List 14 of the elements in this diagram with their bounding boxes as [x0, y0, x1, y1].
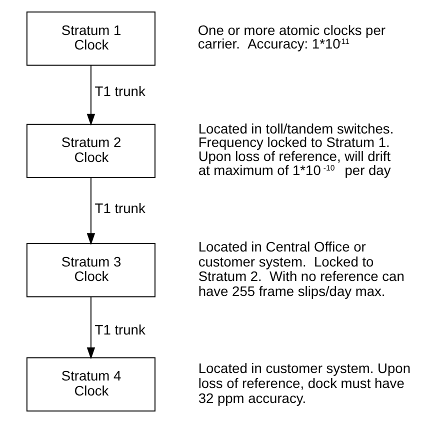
node-label: One or more atomic clocks per carrier. Accuracy: 1*10$^{-11}$ — [197, 22, 385, 52]
arrow — [86, 177, 95, 245]
node-label: Located in Central Office or customer system. Locked to Stratum 2. With no reference can have 255 frame slips/day max. — [198, 240, 404, 299]
arrow — [86, 65, 95, 126]
node-label: Located in customer system. Upon loss of reference, dock must have 32 ppm accuracy. — [198, 361, 410, 406]
node-box: Stratum 3 Clock — [26, 243, 155, 298]
node-box: Stratum 2 Clock — [26, 124, 155, 178]
arrow — [86, 296, 95, 360]
edge-label: T1 trunk — [94, 201, 145, 216]
edge-label: T1 trunk — [94, 84, 145, 99]
node-box: Stratum 1 Clock — [26, 12, 155, 66]
node-label: Located in toll/tandem switches. Frequency locked to Stratum 1. Upon loss of reference, will drift at maximum of 1*10$^{-10}$ per day — [198, 121, 394, 178]
edge-label: T1 trunk — [94, 322, 145, 338]
node-box: Stratum 4 Clock — [26, 357, 155, 412]
